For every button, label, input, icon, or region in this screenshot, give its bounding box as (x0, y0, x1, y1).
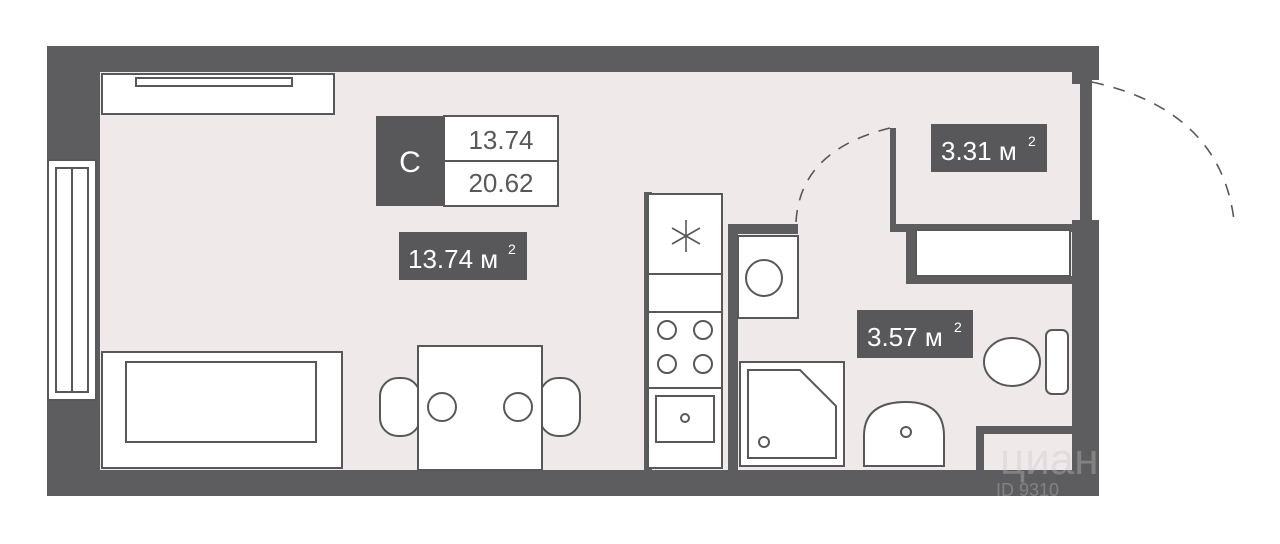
fridge (647, 193, 723, 275)
sofa (101, 351, 343, 469)
watermark-id: ID 9310 (996, 480, 1059, 500)
unit-superscript: 2 (1028, 133, 1036, 149)
kitchen (647, 193, 723, 469)
total-area-value: 20.62 (468, 168, 533, 198)
apartment-type-letter: С (399, 146, 421, 179)
bathroom-area: 3.57 м (867, 322, 943, 352)
toilet (983, 329, 1069, 395)
main-room-area: 13.74 м (408, 244, 498, 274)
door-swings (795, 81, 1235, 223)
room-label-bathroom: 3.57 м 2 (857, 310, 973, 358)
unit-superscript: 2 (508, 241, 516, 257)
stove (647, 311, 723, 389)
watermark-brand: циан (1000, 435, 1099, 484)
room-label-hallway: 3.31 м 2 (931, 124, 1047, 172)
window-left (47, 159, 97, 401)
living-area-value: 13.74 (468, 125, 533, 155)
apartment-summary: С 13.74 20.62 (376, 115, 559, 207)
sink (647, 387, 723, 469)
snowflake-icon (671, 220, 701, 252)
unit-superscript: 2 (954, 319, 962, 335)
room-label-main: 13.74 м 2 (399, 232, 527, 280)
wardrobe (101, 73, 335, 115)
shower (739, 361, 845, 467)
hallway-area: 3.31 м (941, 136, 1017, 166)
washing-machine (737, 235, 799, 319)
bathroom-sink (863, 400, 945, 467)
dining-table (379, 345, 581, 471)
watermark: циан ID 9310 (996, 435, 1099, 500)
hall-closet (915, 229, 1071, 277)
